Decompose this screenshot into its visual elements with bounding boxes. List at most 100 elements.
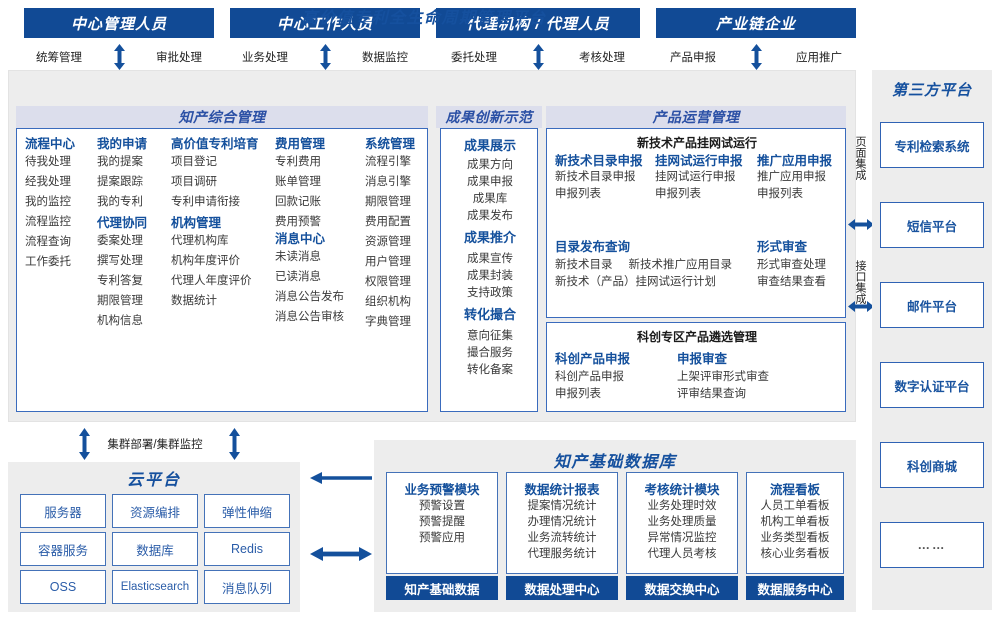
prod-b-col1-item-0[interactable]: 上架评审形式审查 [677, 371, 769, 383]
db-col3-item-1[interactable]: 机构工单看板 [760, 516, 830, 528]
ip-col4-item-0[interactable]: 流程引擎 [365, 156, 411, 168]
ip-col4-head[interactable]: 系统管理 [365, 137, 416, 151]
ip-col4-item-4[interactable]: 资源管理 [365, 236, 411, 248]
ip-col4-item-8[interactable]: 字典管理 [365, 316, 411, 328]
db-col0-item-1[interactable]: 预警提醒 [419, 516, 465, 528]
third-party-item-0[interactable]: 专利检索系统 [880, 122, 984, 168]
ip-col1-head-1[interactable]: 代理协同 [97, 216, 148, 230]
cloud-cell-1[interactable]: 资源编排 [112, 494, 198, 528]
ip-col3-head-0[interactable]: 费用管理 [275, 137, 326, 151]
ip-col2-head-0[interactable]: 高价值专利培育 [171, 137, 259, 151]
db-col2-item-2[interactable]: 异常情况监控 [647, 532, 717, 544]
prod-b-col1-head[interactable]: 申报审查 [677, 352, 728, 366]
ip-col0-item-2[interactable]: 我的监控 [25, 196, 71, 208]
db-col1-foot[interactable]: 数据处理中心 [506, 576, 618, 600]
db-col2-item-0[interactable]: 业务处理时效 [647, 500, 717, 512]
prod-a-col1-item-0[interactable]: 挂网试运行申报 [655, 171, 736, 183]
ip-col0-item-0[interactable]: 待我处理 [25, 156, 71, 168]
ip-col4-item-7[interactable]: 组织机构 [365, 296, 411, 308]
ip-col4-item-6[interactable]: 权限管理 [365, 276, 411, 288]
ip-col3-s1-item-2[interactable]: 消息公告发布 [275, 291, 344, 303]
ip-col1-head-0[interactable]: 我的申请 [97, 137, 148, 151]
third-party-item-2[interactable]: 邮件平台 [880, 282, 984, 328]
ip-col0-item-4[interactable]: 流程查询 [25, 236, 71, 248]
ip-col3-s1-item-3[interactable]: 消息公告审核 [275, 311, 344, 323]
prod-a-col1-head[interactable]: 挂网试运行申报 [655, 154, 743, 168]
cloud-cell-2[interactable]: 弹性伸缩 [204, 494, 290, 528]
ach-s1-item-1[interactable]: 成果封装 [467, 270, 513, 282]
ip-col4-item-3[interactable]: 费用配置 [365, 216, 411, 228]
db-col1-item-1[interactable]: 办理情况统计 [527, 516, 597, 528]
db-col0-item-2[interactable]: 预警应用 [419, 532, 465, 544]
ip-col0-item-3[interactable]: 流程监控 [25, 216, 71, 228]
ip-col3-s0-item-2[interactable]: 回款记账 [275, 196, 321, 208]
prod-a-r2-right-item-0[interactable]: 形式审查处理 [757, 259, 826, 271]
ach-s0-item-3[interactable]: 成果发布 [467, 210, 513, 222]
prod-a-col2-head[interactable]: 推广应用申报 [757, 154, 833, 168]
ip-col2-s0-item-1[interactable]: 项目调研 [171, 176, 217, 188]
ip-col0-item-1[interactable]: 经我处理 [25, 176, 71, 188]
prod-a-col0-head[interactable]: 新技术目录申报 [555, 154, 643, 168]
prod-a-r2-left-line1b[interactable]: 新技术推广应用目录 [628, 259, 733, 271]
ach-head-2[interactable]: 转化撮合 [463, 307, 516, 322]
ip-col1-s1-item-3[interactable]: 期限管理 [97, 295, 143, 307]
ach-head-1[interactable]: 成果推介 [463, 230, 516, 245]
ip-col3-s1-item-0[interactable]: 未读消息 [275, 251, 321, 263]
prod-a-r2-right-item-1[interactable]: 审查结果查看 [757, 276, 826, 288]
prod-b-col0-item-1[interactable]: 申报列表 [555, 388, 601, 400]
ip-col0-head[interactable]: 流程中心 [25, 137, 76, 151]
prod-b-col1-item-1[interactable]: 评审结果查询 [677, 388, 746, 400]
cloud-cell-6[interactable]: OSS [20, 570, 106, 604]
ip-col4-item-5[interactable]: 用户管理 [365, 256, 411, 268]
third-party-item-4[interactable]: 科创商城 [880, 442, 984, 488]
ip-col2-s1-item-2[interactable]: 代理人年度评价 [171, 275, 252, 287]
ip-col2-s1-item-0[interactable]: 代理机构库 [171, 235, 229, 247]
ach-s1-item-2[interactable]: 支持政策 [467, 287, 513, 299]
third-party-item-5[interactable]: …… [880, 522, 984, 568]
ip-col1-s0-item-2[interactable]: 我的专利 [97, 196, 143, 208]
db-col2-foot[interactable]: 数据交换中心 [626, 576, 738, 600]
ip-col0-item-5[interactable]: 工作委托 [25, 256, 71, 268]
prod-b-col0-head[interactable]: 科创产品申报 [555, 352, 631, 366]
db-col0-item-0[interactable]: 预警设置 [419, 500, 465, 512]
db-col1-item-3[interactable]: 代理服务统计 [527, 548, 597, 560]
ip-col1-s1-item-2[interactable]: 专利答复 [97, 275, 143, 287]
db-col3-item-2[interactable]: 业务类型看板 [760, 532, 830, 544]
third-party-item-1[interactable]: 短信平台 [880, 202, 984, 248]
ip-col1-s0-item-0[interactable]: 我的提案 [97, 156, 143, 168]
ach-s2-item-1[interactable]: 撮合服务 [467, 347, 513, 359]
prod-a-r2-left-head[interactable]: 目录发布查询 [555, 240, 631, 254]
prod-a-r2-left-line1a[interactable]: 新技术目录 [555, 259, 613, 271]
ach-s2-item-2[interactable]: 转化备案 [467, 364, 513, 376]
ip-col3-head-1[interactable]: 消息中心 [275, 232, 326, 246]
ip-col4-item-2[interactable]: 期限管理 [365, 196, 411, 208]
ip-col4-item-1[interactable]: 消息引擎 [365, 176, 411, 188]
ip-col1-s0-item-1[interactable]: 提案跟踪 [97, 176, 143, 188]
cloud-cell-7[interactable]: Elasticsearch [112, 570, 198, 604]
ip-col3-s0-item-3[interactable]: 费用预警 [275, 216, 321, 228]
ip-col1-s1-item-1[interactable]: 撰写处理 [97, 255, 143, 267]
ip-col2-s0-item-0[interactable]: 项目登记 [171, 156, 217, 168]
db-col2-item-3[interactable]: 代理人员考核 [647, 548, 717, 560]
ip-col2-s1-item-1[interactable]: 机构年度评价 [171, 255, 240, 267]
ach-s0-item-1[interactable]: 成果申报 [467, 176, 513, 188]
ip-col1-s1-item-4[interactable]: 机构信息 [97, 315, 143, 327]
ip-col3-s0-item-0[interactable]: 专利费用 [275, 156, 321, 168]
db-col3-item-0[interactable]: 人员工单看板 [760, 500, 830, 512]
ach-s2-item-0[interactable]: 意向征集 [467, 330, 513, 342]
cloud-cell-5[interactable]: Redis [204, 532, 290, 566]
ip-col2-head-1[interactable]: 机构管理 [171, 216, 222, 230]
ach-s0-item-0[interactable]: 成果方向 [467, 159, 513, 171]
cloud-cell-3[interactable]: 容器服务 [20, 532, 106, 566]
ach-s0-item-2[interactable]: 成果库 [472, 193, 508, 205]
cloud-cell-4[interactable]: 数据库 [112, 532, 198, 566]
prod-a-col0-item-0[interactable]: 新技术目录申报 [555, 171, 636, 183]
cloud-cell-8[interactable]: 消息队列 [204, 570, 290, 604]
ach-head-0[interactable]: 成果展示 [463, 138, 516, 153]
db-col1-item-0[interactable]: 提案情况统计 [527, 500, 597, 512]
ip-col2-s1-item-3[interactable]: 数据统计 [171, 295, 217, 307]
prod-a-col2-item-1[interactable]: 申报列表 [757, 188, 803, 200]
ach-s1-item-0[interactable]: 成果宣传 [467, 253, 513, 265]
db-col2-item-1[interactable]: 业务处理质量 [647, 516, 717, 528]
prod-a-r2-right-head[interactable]: 形式审查 [757, 240, 808, 254]
